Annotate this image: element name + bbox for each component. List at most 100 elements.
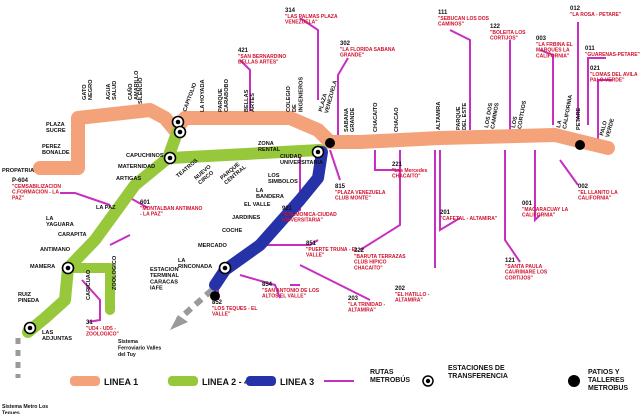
station-la-paz: LA PAZ: [96, 205, 116, 211]
line2-caricuao: [63, 263, 115, 315]
legend-line1-swatch: [70, 376, 100, 386]
station-la-california: LACALIFORNIA: [556, 93, 574, 129]
transfer-stations: [23, 115, 325, 335]
legend-line1-label: LINEA 1: [104, 377, 138, 387]
transfer-station-icon-core: [167, 155, 173, 161]
transfer-station-icon-core: [177, 129, 183, 135]
route-202: 202"EL HATILLO -ALTAMIRA": [395, 286, 430, 304]
station-chacaito: CHACAITO: [373, 102, 379, 132]
station-los-dos-caminos: LOS DOSCAMINOS: [484, 101, 501, 129]
patios-metrobus: [210, 138, 585, 301]
station-antimano: ANTIMANO: [40, 247, 71, 253]
metrobus-routes: [60, 17, 612, 323]
station-parque-del-este: PARQUEDEL ESTE: [456, 102, 468, 130]
station-los-cortijos: LOSCORTIJOS: [511, 99, 528, 130]
route-203: 203"LA TRINIDAD -ALTAMIRA": [348, 296, 386, 314]
station-petare: PETARE: [576, 107, 582, 130]
transfer-station-icon-core: [175, 119, 181, 125]
station-colegio-ingenieros: COLEGIODEINGENIEROS: [286, 77, 304, 112]
patio-icon: [325, 138, 335, 148]
station-gato-negro: GATONEGRO: [82, 79, 94, 100]
transfer-station-icon-core: [222, 265, 228, 271]
route-601: 601"MONTALBAN ANTIMANO- LA PAZ": [140, 200, 202, 218]
station-mamera: MAMERA: [30, 264, 55, 270]
station-zoologico: ZOOLOGICO: [112, 255, 118, 290]
station-agua-salud: AGUASALUD: [106, 81, 118, 100]
station-sabana-grande: SABANAGRANDE: [344, 107, 356, 132]
station-mercado: MERCADO: [198, 243, 228, 249]
line2-track: [22, 124, 184, 338]
legend-transfer-icon-dot: [425, 378, 431, 384]
legend-line3-label: LINEA 3: [280, 377, 314, 387]
patio-icon: [575, 140, 585, 150]
station-chacao: CHACAO: [394, 107, 400, 132]
station-silencio: SILENCIO: [138, 77, 144, 104]
station-carapita: CARAPITA: [58, 232, 87, 238]
legend-line3-swatch: [246, 376, 276, 386]
route-201: 201"CAFETAL - ALTAMIRA": [440, 210, 498, 222]
station-artigas: ARTIGAS: [116, 176, 141, 182]
station-palo-verde: PALOVERDE: [599, 116, 616, 138]
extension-tuy: [176, 287, 214, 323]
legend-patios-icon: [568, 375, 580, 387]
legend-line2-label: LINEA 2 - 4: [202, 377, 249, 387]
station-bellas-artes: BELLASARTES: [244, 89, 256, 112]
line2-branch: [164, 144, 326, 164]
station-el-valle: EL VALLE: [244, 202, 271, 208]
extension-arrow: [170, 315, 188, 330]
legend-line2-swatch: [168, 376, 198, 386]
station-la-hoyada: LA HOYADA: [200, 79, 206, 112]
transfer-station-icon-core: [65, 265, 71, 271]
station-cano-amarillo: CAÑOAMARILLO: [127, 70, 140, 100]
route-012: 012"LA ROSA - PETARE": [570, 6, 622, 18]
station-propatria: PROPATRIA: [2, 168, 34, 174]
patio-icon: [210, 291, 220, 301]
station-jardines: JARDINES: [232, 215, 261, 221]
station-caricuao: CARICUAO: [86, 269, 92, 300]
station-capuchinos: CAPUCHINOS: [126, 153, 164, 159]
station-parque-carabobo: PARQUECARABOBO: [218, 78, 230, 112]
station-coche: COCHE: [222, 228, 242, 234]
route-31: 31"UD4 - UD5 -ZOOLOGICO": [86, 320, 120, 338]
station-altamira: ALTAMIRA: [436, 102, 442, 130]
transfer-station-icon-core: [27, 325, 33, 331]
route-011: 011"GUARENAS-PETARE": [585, 46, 640, 58]
station-maternidad: MATERNIDAD: [118, 164, 155, 170]
line1-track: [33, 103, 615, 175]
